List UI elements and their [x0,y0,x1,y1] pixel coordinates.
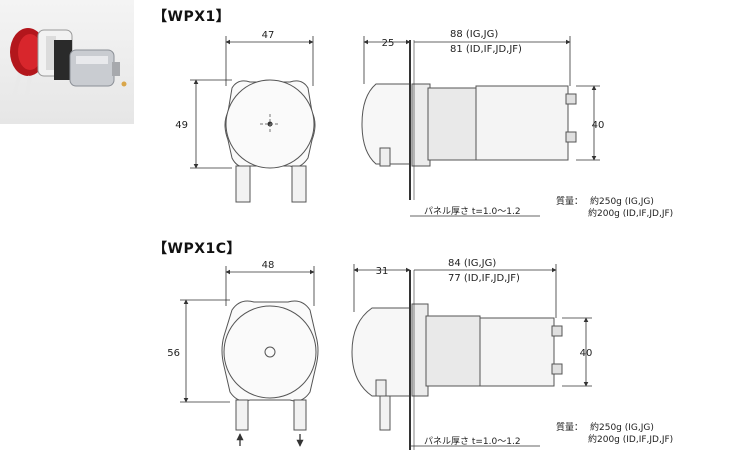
wpx1c-side-view [351,303,563,431]
wpx1c-height-label: 56 [167,348,180,359]
wpx1c-length-dimension [414,264,557,318]
wpx1-length-other: 81 (ID,IF,JD,JF) [450,44,522,55]
wpx1c-title: 【WPX1C】 [153,241,242,257]
wpx1-motor-dia-dimension [576,85,600,161]
pump-photo-illustration [10,28,127,101]
wpx1-mass-label: 質量： [556,195,583,207]
wpx1-mass-ig-jg: 約250g (IG,JG) [590,195,654,207]
wpx1c-mass-label: 質量： [556,421,583,433]
wpx1c-motor-dia-label: 40 [580,348,593,359]
wpx1c-width-dimension [225,266,315,306]
wpx1-side-view [361,83,577,167]
wpx1-width-label: 47 [262,30,275,41]
wpx1c-mass-ig-jg: 約250g (IG,JG) [590,421,654,433]
wpx1c-flow-arrows [236,433,304,447]
wpx1c-mass-other: 約200g (ID,IF,JD,JF) [588,433,673,445]
wpx1c-motor-dia-dimension [562,317,592,387]
product-photo [0,0,134,124]
wpx1c-front-center [264,346,276,358]
wpx1c-width-label: 48 [262,260,275,271]
wpx1c-height-dimension [180,299,230,403]
wpx1c-panel-offset-label: 31 [376,266,389,277]
wpx1c-front-view [221,300,319,431]
wpx1-height-dimension [190,79,232,169]
wpx1c-panel-offset-dimension [353,264,411,312]
wpx1-height-label: 49 [175,120,188,131]
wpx1-panel-offset-label: 25 [382,38,395,49]
wpx1c-panel-note: パネル厚さ t=1.0～1.2 [424,436,521,447]
wpx1-front-view [224,79,316,203]
wpx1-mass-other: 約200g (ID,IF,JD,JF) [588,207,673,219]
wpx1-length-ig-jg: 88 (IG,JG) [450,29,498,40]
wpx1-panel-note: パネル厚さ t=1.0～1.2 [424,206,521,217]
wpx1-panel-offset-dimension [363,36,411,84]
wpx1-length-dimension [414,36,571,86]
wpx1c-length-other: 77 (ID,IF,JD,JF) [448,273,520,284]
wpx1c-length-ig-jg: 84 (IG,JG) [448,258,496,269]
wpx1-motor-dia-label: 40 [592,120,605,131]
wpx1-width-dimension [225,36,314,86]
wpx1-title: 【WPX1】 [153,9,231,25]
